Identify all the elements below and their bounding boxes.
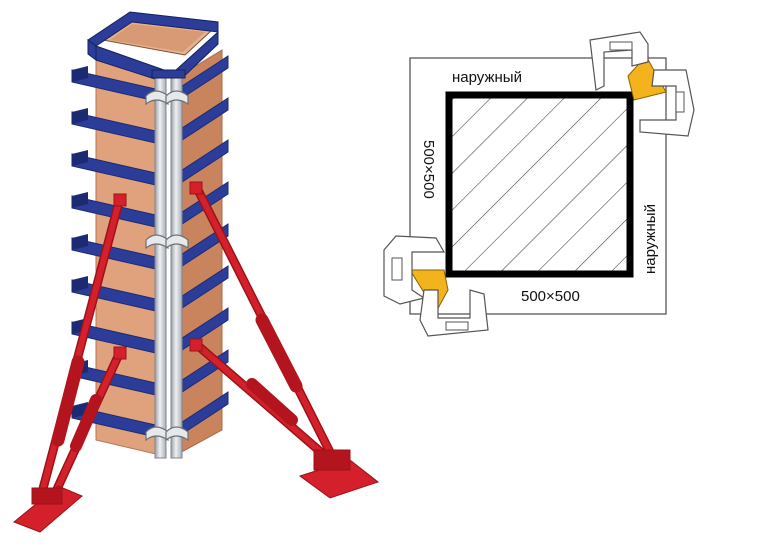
top-outer-label: наружный [452,69,522,86]
corner-clamp-top-right [589,31,695,137]
outer-outline [409,57,667,315]
waler-bands-left [71,66,161,439]
right-outer-label: наружный [642,204,659,274]
waler-left-end-3 [72,150,88,166]
column-section-hatch [449,95,630,274]
corner-clamp-bottom-left [383,235,489,337]
steel-post [151,69,186,459]
column-section-border [445,91,634,278]
waler-left-end-4 [72,192,88,208]
formwork-column-illustration [13,11,380,533]
top-frame-ring [87,11,219,86]
waler-left-end-2 [72,108,88,124]
red-braces [35,181,339,505]
plan-view-diagram: наружный наружный 500×500 500×500 [383,31,695,337]
post-clamps [145,90,189,442]
waler-left-end-6 [72,276,88,292]
waler-left-end-1 [72,66,88,82]
left-size-label: 500×500 [420,140,437,199]
brace-brackets [113,181,203,360]
bottom-size-label: 500×500 [521,288,580,305]
waler-left-end-5 [72,234,88,250]
brace-base-plates [13,449,380,533]
